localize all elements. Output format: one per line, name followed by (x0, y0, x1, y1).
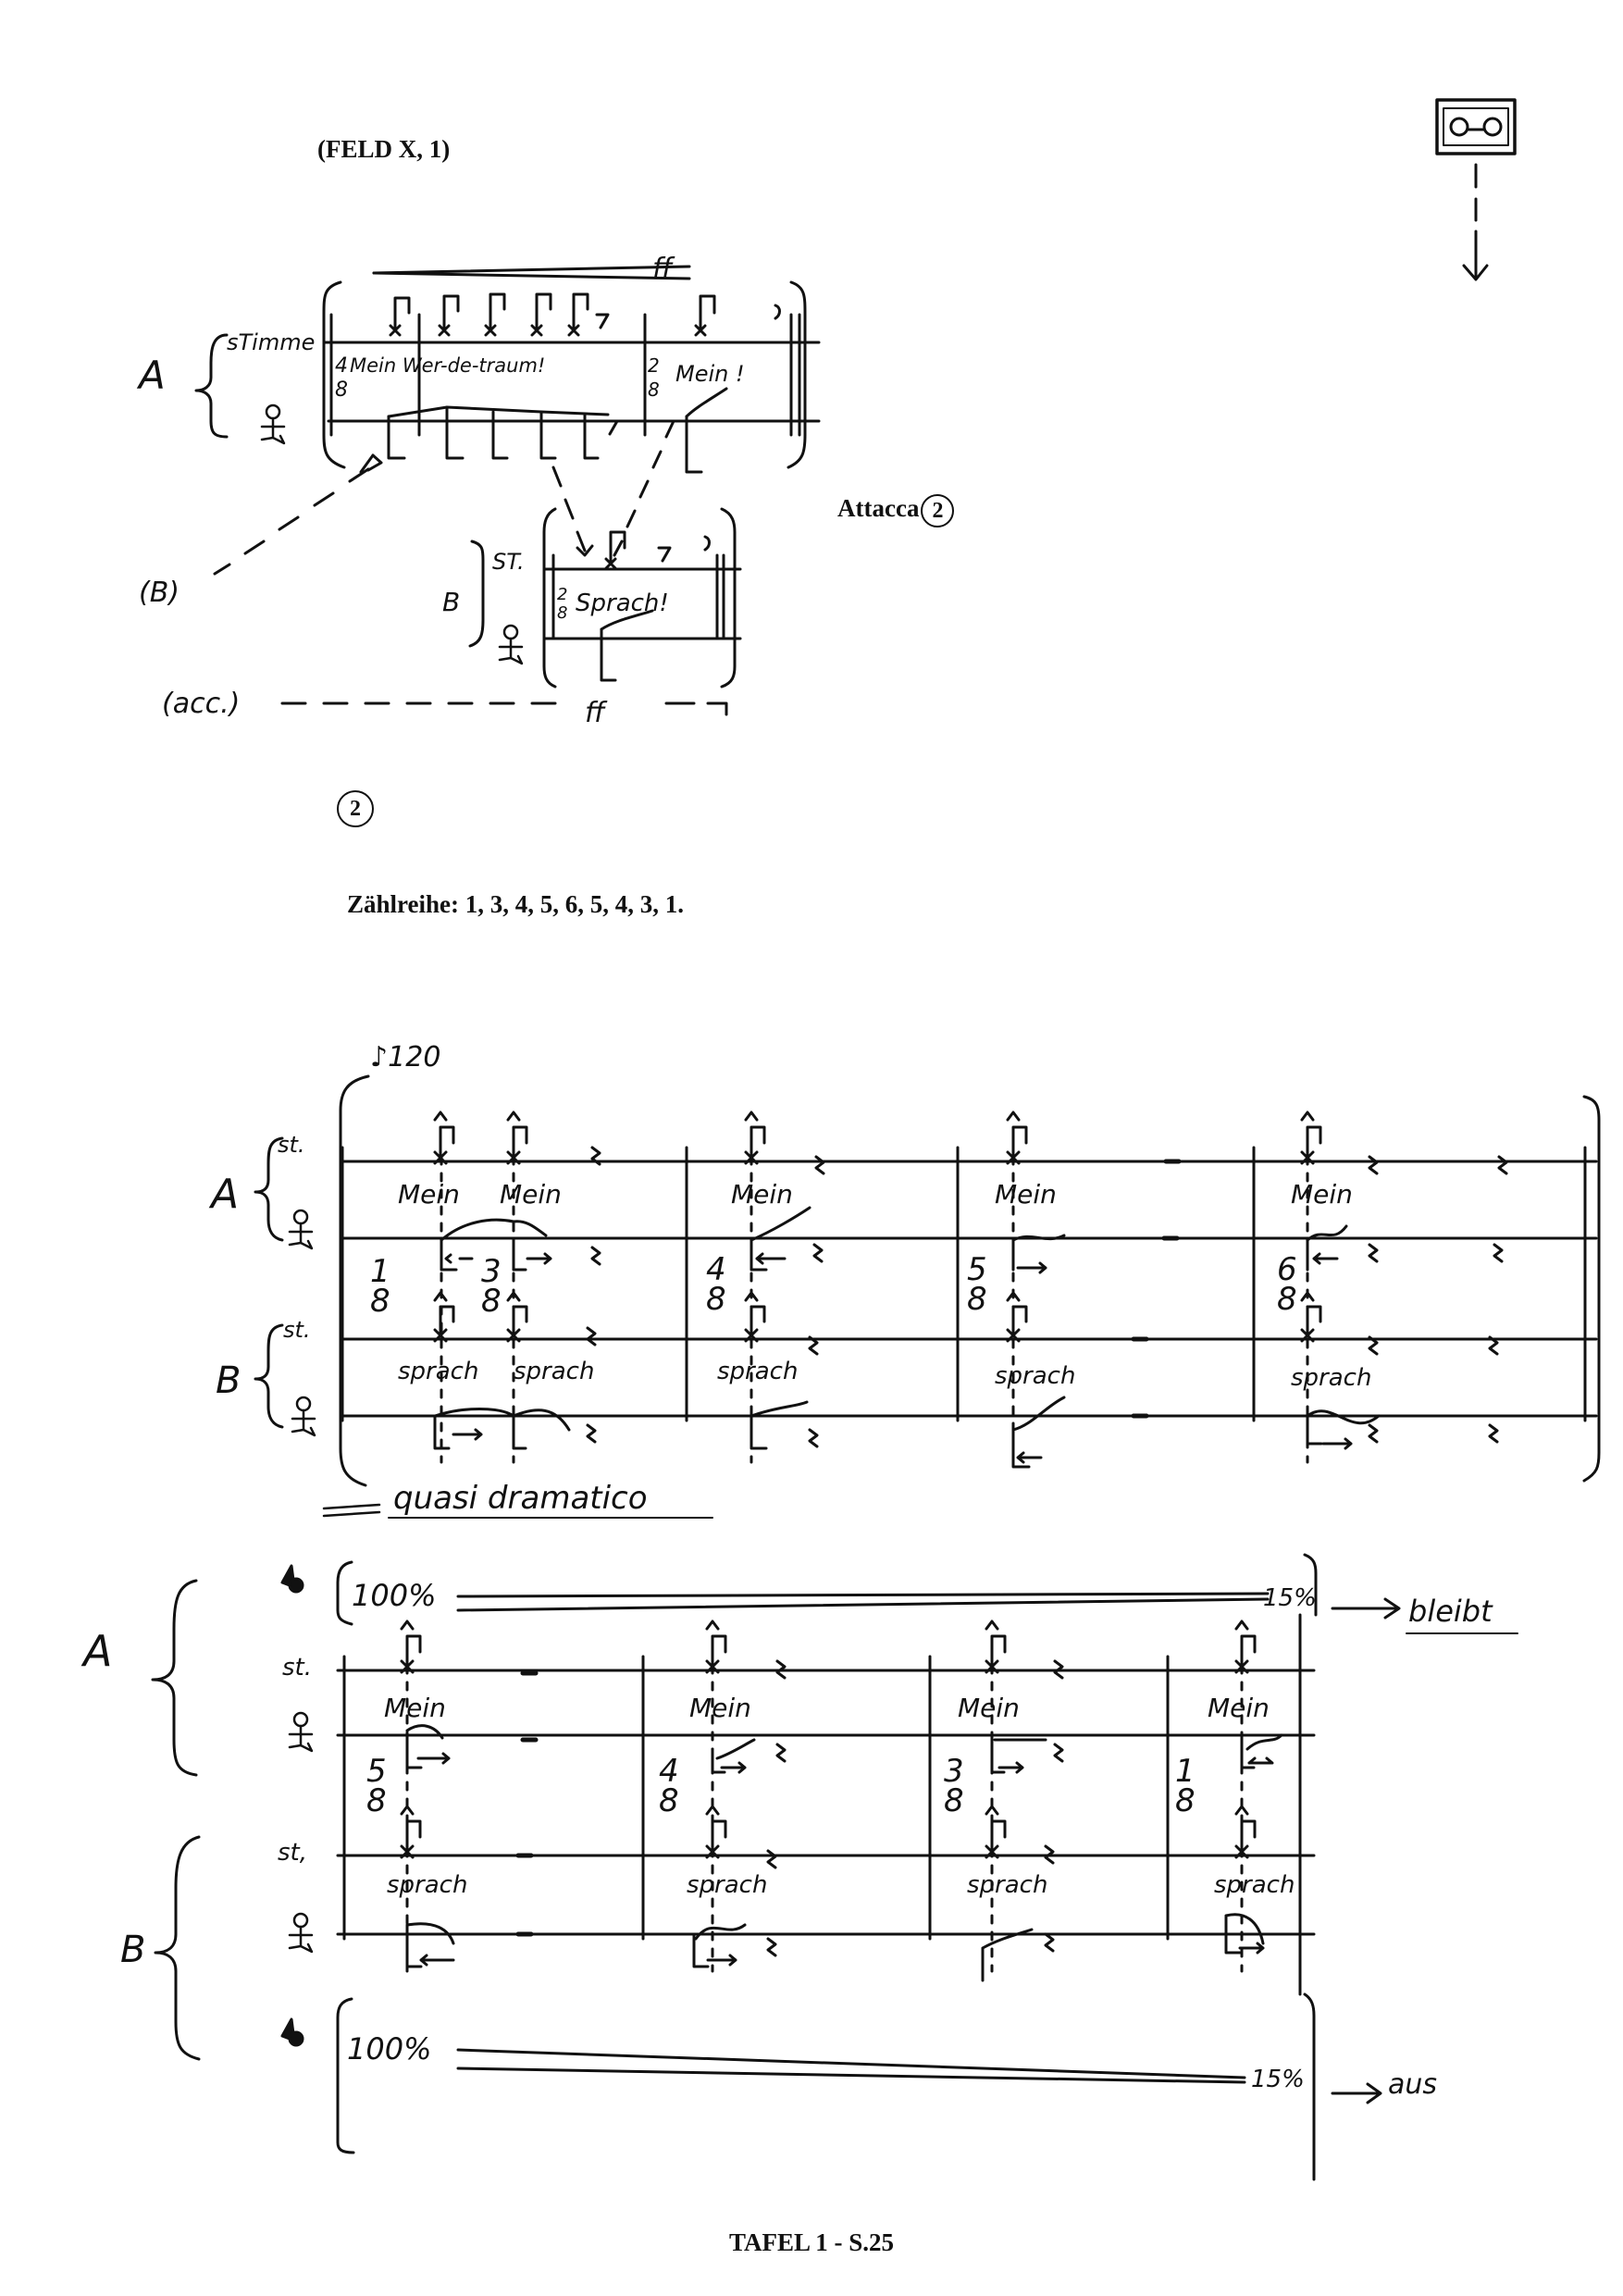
score3-measure-time-num: 3 (944, 1753, 964, 1790)
score2-measure-time-den: 8 (481, 1283, 502, 1320)
score2-measure-word-b: sprach (1291, 1364, 1371, 1392)
score3-measure-word-a: Mein (689, 1693, 751, 1723)
score1-group-a: A (136, 353, 166, 398)
score3-voice-a: st. (282, 1654, 312, 1682)
score2-group-b: B (216, 1359, 241, 1402)
score1-group-b: B (442, 587, 460, 617)
score3-bottom-end: 15% (1251, 2066, 1305, 2093)
score1-dynamic: ff (652, 253, 675, 285)
score2-measure-word-b: sprach (717, 1358, 798, 1385)
score1-voice-label: sTimme (227, 329, 315, 355)
score3-top-start: 100% (352, 1578, 436, 1613)
score3-measure-word-b: sprach (967, 1871, 1047, 1899)
score2-expression: quasi dramatico (393, 1480, 648, 1517)
score1-dynamic-b: ff (585, 697, 608, 729)
score3-bottom-after: aus (1388, 2068, 1437, 2101)
score1-system (194, 265, 821, 716)
score3-group-b: B (120, 1929, 145, 1971)
score2-tempo: ♪120 (370, 1041, 440, 1074)
score3-measure-time-den: 8 (659, 1782, 679, 1819)
score3-measure-time-num: 4 (659, 1753, 679, 1790)
score3-voice-b: st, (278, 1839, 307, 1867)
score2-measure-time-num: 1 (370, 1253, 390, 1290)
score1-words-b: Sprach! (576, 590, 669, 617)
score2-measure-time-num: 4 (706, 1251, 726, 1288)
score1-time-a1-den: 8 (335, 379, 348, 402)
score3-bottom-start: 100% (347, 2031, 431, 2066)
score1-time-a2-num: 2 (648, 354, 660, 377)
score2-measure-time-den: 8 (967, 1281, 987, 1318)
score3-measure-time-den: 8 (366, 1782, 387, 1819)
score3-measure-time-num: 5 (366, 1753, 387, 1790)
score3-measure-word-a: Mein (1208, 1693, 1270, 1723)
score3-top-end: 15% (1263, 1584, 1317, 1612)
score3-measure-word-b: sprach (387, 1871, 467, 1899)
score1-words-a2: Mein ! (675, 361, 745, 387)
score1-time-a2-den: 8 (648, 379, 660, 401)
score2-system (254, 1074, 1601, 1519)
score2-measure-time-num: 6 (1277, 1251, 1297, 1288)
score2-measure-word-b: sprach (514, 1358, 594, 1385)
score1-time-a1-num: 4 (335, 354, 348, 378)
score2-measure-time-den: 8 (706, 1281, 726, 1318)
score1-words-a: Mein Wer-de-traum! (350, 354, 545, 377)
score2-voice-b: st. (283, 1317, 311, 1343)
page-footer: TAFEL 1 - S.25 (728, 2228, 895, 2256)
speaker-icon (280, 1564, 304, 2047)
score2-voice-a: st. (278, 1132, 305, 1158)
page-title: (FELD X, 1) (317, 135, 451, 163)
score2-measure-word-b: sprach (995, 1362, 1075, 1390)
score3-system (151, 1553, 1518, 2181)
score3-measure-time-den: 8 (944, 1782, 964, 1819)
score3-measure-word-b: sprach (1214, 1871, 1295, 1899)
score1-b-cue: (B) (139, 577, 180, 609)
score3-top-after: bleibt (1408, 1594, 1493, 1629)
score2-measure-word-a: Mein (995, 1179, 1057, 1210)
microphone-symbol-icon (260, 403, 524, 1954)
score2-measure-word-a: Mein (731, 1179, 793, 1210)
attacca-circled-number: 2 (921, 494, 955, 527)
tape-cassette-icon (1435, 98, 1517, 155)
score1-time-b-den: 8 (557, 603, 567, 623)
score2-measure-time-den: 8 (1277, 1281, 1297, 1318)
counting-row: Zählreihe: 1, 3, 4, 5, 6, 5, 4, 3, 1. (347, 890, 684, 918)
section-circled-number: 2 (337, 790, 374, 827)
score2-measures: 18Meinsprach38Meinsprach48Meinsprach58Me… (370, 1179, 1371, 1392)
score2-measure-time-den: 8 (370, 1283, 390, 1320)
score2-group-a: A (208, 1171, 239, 1218)
score3-measure-time-num: 1 (1175, 1753, 1196, 1790)
section-number: 2 (335, 790, 374, 827)
score1-time-b-num: 2 (557, 585, 567, 604)
score3-measures: 58Meinsprach48Meinsprach38Meinsprach18Me… (366, 1693, 1295, 1899)
score2-measure-word-a: Mein (398, 1179, 460, 1210)
score2-measure-time-num: 3 (481, 1253, 502, 1290)
score3-group-a: A (81, 1626, 112, 1676)
score2-measure-word-a: Mein (500, 1179, 562, 1210)
score3-measure-time-den: 8 (1175, 1782, 1196, 1819)
score2-measure-word-a: Mein (1291, 1179, 1353, 1210)
score2-measure-time-num: 5 (967, 1251, 987, 1288)
score2-measure-word-b: sprach (398, 1358, 478, 1385)
score3-measure-word-a: Mein (384, 1693, 446, 1723)
score1-b-voice-label: ST. (492, 549, 525, 575)
attacca-label: Attacca (837, 494, 920, 523)
score3-measure-word-b: sprach (687, 1871, 767, 1899)
score3-measure-word-a: Mein (958, 1693, 1020, 1723)
score1-acc-cue: (acc.) (162, 688, 240, 720)
arrow-down-icon (1462, 163, 1489, 281)
